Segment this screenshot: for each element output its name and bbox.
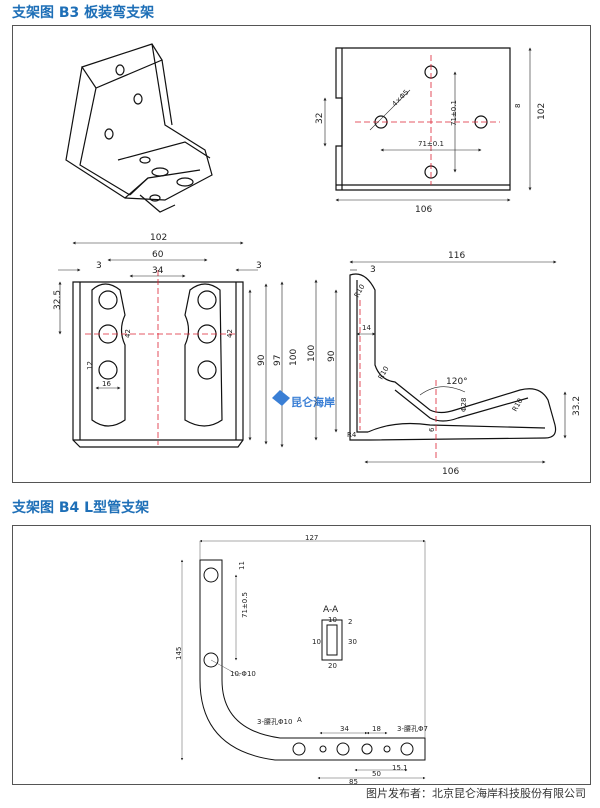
b4-dim-18: 18 xyxy=(372,725,381,733)
b4-section-dim-10-left: 10 xyxy=(312,638,321,646)
b4-dim-50: 50 xyxy=(372,770,381,778)
b3-front-dim-100: 100 xyxy=(289,349,299,366)
b4-bracket-view: 127 11 71±0.5 145 10-Φ10 A-A 10 2 30 10 … xyxy=(175,534,428,786)
b3-top-dim-71-h: 71±0.1 xyxy=(418,140,444,148)
b3-side-dim-116: 116 xyxy=(448,251,465,261)
b3-front-dim-3-right: 3 xyxy=(256,261,262,271)
b3-side-dim-phi28: Φ28 xyxy=(460,398,468,412)
b3-top-view: 106 32 102 71±0.1 71±0.1 8 4×Φ5 xyxy=(315,47,547,215)
b3-front-dim-42-left: 42 xyxy=(124,329,132,338)
b4-section-dim-20: 20 xyxy=(328,662,337,670)
b4-section-dim-2: 2 xyxy=(348,618,352,626)
b3-front-dim-97: 97 xyxy=(273,355,283,366)
b3-side-dim-14: 14 xyxy=(362,324,371,332)
b3-side-view: 116 3 100 90 14 R10 R10 R10 120° Φ28 33.… xyxy=(307,251,582,477)
b3-top-dim-102: 102 xyxy=(537,103,547,120)
b3-front-dim-12: 12 xyxy=(86,361,94,370)
b3-section-title: 支架图 B3 板装弯支架 xyxy=(12,5,155,21)
b3-front-dim-60: 60 xyxy=(152,250,164,260)
b3-side-dim-r10-mid: R10 xyxy=(377,365,391,381)
b4-section-marker: A xyxy=(297,716,302,724)
b3-front-dim-90: 90 xyxy=(257,354,267,366)
b4-slot-callout-10: 3-腰孔Φ10 xyxy=(257,718,292,726)
b3-top-dim-71-v: 71±0.1 xyxy=(450,100,458,126)
b3-side-dim-106: 106 xyxy=(442,467,459,477)
b4-dim-11: 11 xyxy=(238,561,246,570)
b4-drawing-frame xyxy=(12,525,591,785)
b3-isometric-view xyxy=(65,43,213,213)
b4-dim-127: 127 xyxy=(305,534,318,542)
b3-side-dim-6: 6 xyxy=(428,427,436,432)
b4-section-label: A-A xyxy=(323,605,339,615)
b4-dim-145: 145 xyxy=(175,647,183,660)
b3-front-dim-34: 34 xyxy=(152,266,164,276)
b3-front-dim-102: 102 xyxy=(150,233,167,243)
b3-side-dim-90: 90 xyxy=(327,350,337,362)
b3-front-dim-16: 16 xyxy=(102,380,111,388)
b3-front-dim-3-left: 3 xyxy=(96,261,102,271)
b3-top-dim-106: 106 xyxy=(415,205,432,215)
b3-side-dim-r10-top: R10 xyxy=(353,283,367,299)
b4-dim-85: 85 xyxy=(349,778,358,786)
b4-dim-71: 71±0.5 xyxy=(241,592,249,618)
b3-front-dim-32-5: 32.5 xyxy=(53,290,63,310)
b4-section-dim-10-top: 10 xyxy=(328,616,337,624)
b3-side-dim-120deg: 120° xyxy=(446,377,468,387)
b3-top-dim-32: 32 xyxy=(315,113,325,124)
b4-section-dim-30: 30 xyxy=(348,638,357,646)
b3-side-dim-r4: R4 xyxy=(347,431,357,439)
b3-drawing-frame xyxy=(12,25,591,483)
b3-top-hole-callout: 4×Φ5 xyxy=(391,88,411,108)
watermark-text: 昆仑海岸 xyxy=(291,395,335,409)
b4-dim-34: 34 xyxy=(340,725,349,733)
b4-section-title: 支架图 B4 L型管支架 xyxy=(12,500,150,516)
b3-side-dim-100: 100 xyxy=(307,345,317,362)
b4-hole-callout: 10-Φ10 xyxy=(230,670,256,678)
b3-side-dim-3: 3 xyxy=(370,265,376,275)
b4-slot-callout-7: 3-腰孔Φ7 xyxy=(397,725,428,733)
b3-front-dim-42-right: 42 xyxy=(226,329,234,338)
b3-top-dim-8: 8 xyxy=(514,104,522,108)
b4-dim-15-1: 15.1 xyxy=(392,764,408,772)
b3-front-view: 102 60 34 3 3 32.5 42 42 12 16 90 97 100 xyxy=(53,233,299,448)
image-credit: 图片发布者：北京昆仑海岸科技股份有限公司 xyxy=(366,787,586,800)
watermark-logo: 昆仑海岸 xyxy=(272,390,335,409)
b3-side-dim-33-2: 33.2 xyxy=(572,396,582,416)
